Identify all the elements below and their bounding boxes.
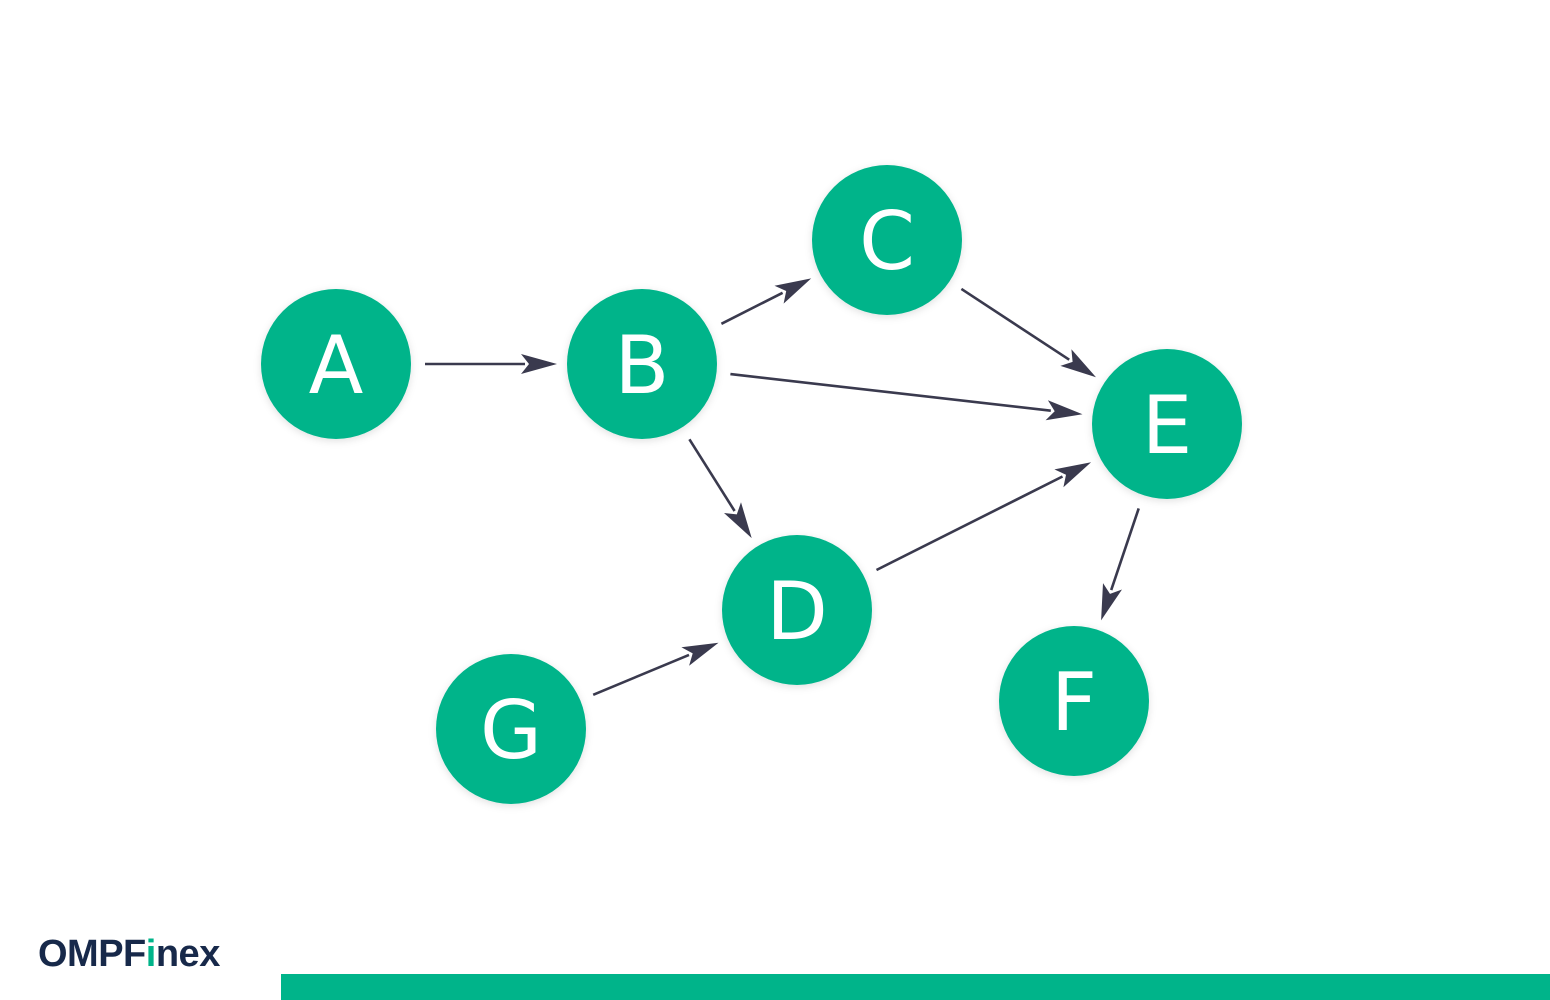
node-circle [999, 626, 1149, 776]
node-label: A [309, 319, 364, 412]
arrowhead-icon [1101, 583, 1122, 621]
edge-a-b [425, 354, 557, 374]
node-e: E [1092, 349, 1242, 499]
node-d: D [722, 535, 872, 685]
brand-logo: OMPFinex [38, 935, 220, 973]
footer-accent-bar [281, 974, 1550, 1000]
node-circle [812, 165, 962, 315]
brand-name-part1: OMPF [38, 933, 146, 975]
edge-b-d [688, 438, 752, 539]
node-label: C [859, 195, 915, 288]
node-f: F [999, 626, 1149, 776]
node-b: B [567, 289, 717, 439]
arrowhead-icon [1045, 400, 1083, 421]
node-label: E [1142, 379, 1193, 472]
arrowhead-icon [1060, 349, 1096, 378]
node-circle [1092, 349, 1242, 499]
node-circle [722, 535, 872, 685]
node-label: G [480, 684, 542, 777]
arrowhead-icon [774, 278, 812, 304]
edge-b-c [720, 278, 812, 325]
edges-layer [425, 278, 1140, 697]
node-circle [436, 654, 586, 804]
node-g: G [436, 654, 586, 804]
edge-e-f [1101, 507, 1140, 621]
node-circle [261, 289, 411, 439]
edge-line [1109, 507, 1140, 591]
edge-b-e [730, 372, 1083, 421]
edge-g-d [592, 642, 719, 697]
edge-line [720, 291, 784, 325]
edge-c-e [960, 287, 1096, 378]
edge-line [688, 438, 736, 512]
edge-d-e [875, 462, 1092, 572]
edge-line [730, 372, 1051, 412]
arrowhead-icon [521, 354, 557, 374]
brand-name-accent: i [145, 933, 157, 975]
nodes-layer: A B C D E F G [261, 165, 1242, 804]
node-label: F [1051, 656, 1097, 749]
arrowhead-icon [1054, 462, 1092, 488]
node-a: A [261, 289, 411, 439]
arrowhead-icon [724, 502, 752, 539]
node-circle [567, 289, 717, 439]
edge-line [875, 475, 1064, 572]
arrowhead-icon [681, 642, 719, 666]
node-label: D [766, 565, 828, 658]
node-label: B [615, 319, 670, 412]
edge-line [960, 287, 1070, 361]
brand-name-part2: nex [155, 933, 220, 975]
edge-line [592, 653, 690, 697]
node-c: C [812, 165, 962, 315]
